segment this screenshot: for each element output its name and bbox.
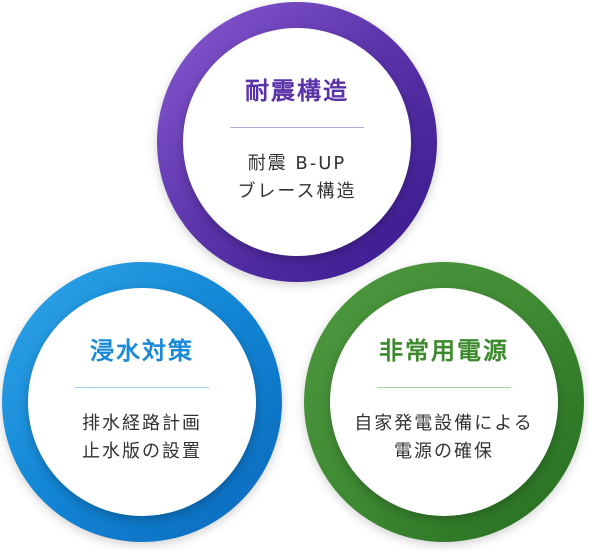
- circle-inner: 耐震構造 耐震 B-UP ブレース構造: [183, 28, 411, 256]
- circle-inner: 非常用電源 自家発電設備による 電源の確保: [330, 288, 558, 516]
- circle-body-line: ブレース構造: [237, 180, 357, 202]
- circle-emergency-power: 非常用電源 自家発電設備による 電源の確保: [304, 262, 584, 542]
- circle-body: 排水経路計画 止水版の設置: [82, 410, 202, 466]
- circle-body-line: 自家発電設備による: [354, 412, 534, 434]
- circle-body: 自家発電設備による 電源の確保: [354, 410, 533, 466]
- circle-body-line: 排水経路計画: [82, 412, 202, 434]
- circle-body-line: 止水版の設置: [82, 440, 202, 462]
- circle-title: 非常用電源: [379, 336, 509, 365]
- circle-divider: [75, 386, 209, 388]
- circle-title: 浸水対策: [90, 336, 194, 365]
- circle-flood-countermeasures: 浸水対策 排水経路計画 止水版の設置: [2, 262, 282, 542]
- circle-body-line: 耐震 B-UP: [247, 152, 347, 174]
- circle-divider: [377, 386, 511, 388]
- circle-body-line: 電源の確保: [394, 440, 494, 462]
- circle-divider: [230, 126, 364, 128]
- circle-seismic-structure: 耐震構造 耐震 B-UP ブレース構造: [157, 2, 437, 282]
- circle-body: 耐震 B-UP ブレース構造: [237, 150, 356, 206]
- circle-title: 耐震構造: [245, 76, 349, 105]
- circle-inner: 浸水対策 排水経路計画 止水版の設置: [28, 288, 256, 516]
